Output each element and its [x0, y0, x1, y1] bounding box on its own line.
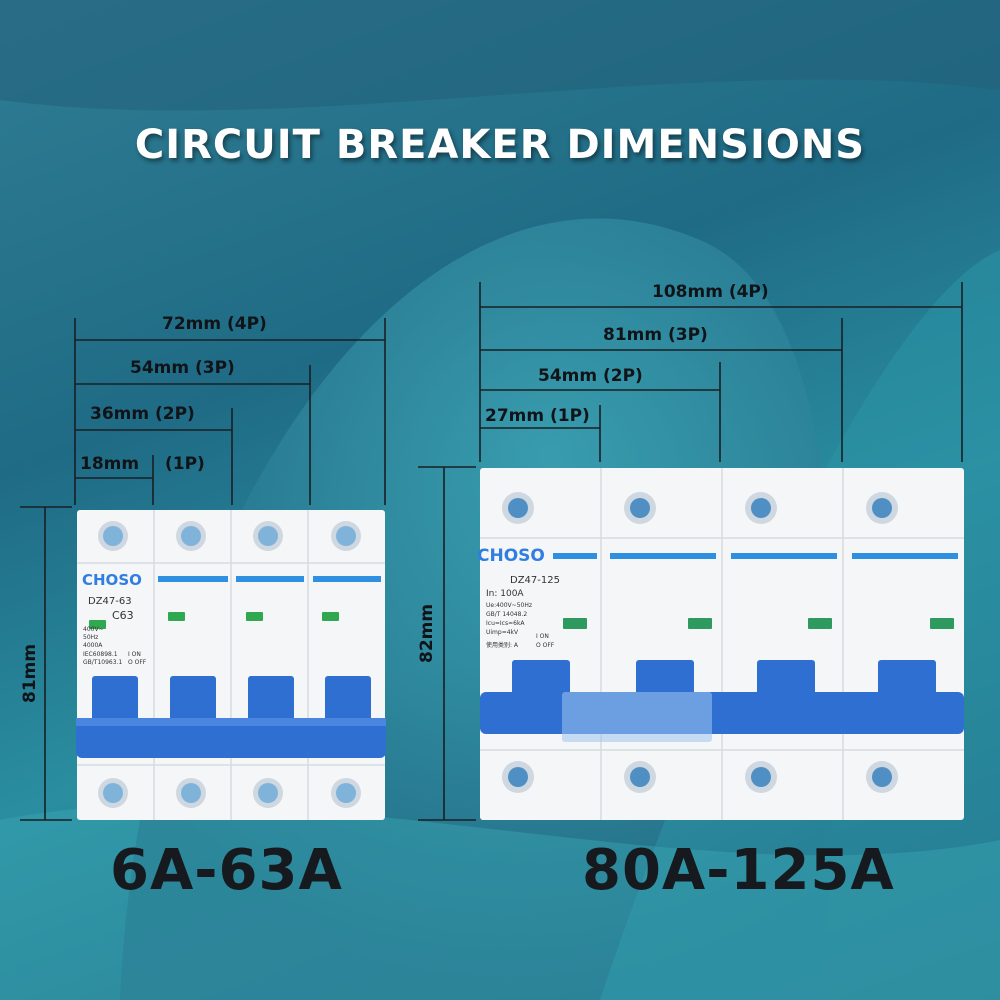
left-spec-4: GB/T10963.1: [83, 659, 123, 666]
right-top-screws: [502, 492, 898, 524]
right-width-3p: 81mm (3P): [603, 325, 708, 345]
left-toggles: [92, 676, 371, 726]
left-dimension-lines: [20, 318, 386, 821]
left-tie-bar: [76, 718, 386, 758]
right-on-label: I ON: [536, 633, 549, 640]
right-bottom-screws: [502, 761, 898, 793]
left-spec-2: 4000A: [83, 642, 103, 649]
left-rating: 6A-63A: [110, 838, 343, 903]
right-model-label: DZ47-125: [510, 575, 560, 586]
right-width-2p: 54mm (2P): [538, 366, 643, 386]
left-spec-1: 50Hz: [83, 634, 99, 641]
right-spec-2: Icu=Ics=6kA: [486, 620, 525, 627]
left-width-1p: 18mm: [80, 454, 140, 474]
right-dimension-lines: [418, 282, 963, 821]
right-spec-3: Uimp=4kV: [486, 629, 519, 636]
left-on-label: I ON: [128, 651, 141, 658]
left-width-4p: 72mm (4P): [162, 314, 267, 334]
left-current-label: C63: [112, 609, 134, 622]
right-spec-1: GB/T 14048.2: [486, 611, 528, 618]
page-title: CIRCUIT BREAKER DIMENSIONS: [134, 122, 866, 168]
left-width-3p: 54mm (3P): [130, 358, 235, 378]
right-height-label: 82mm: [417, 603, 437, 663]
right-rating: 80A-125A: [582, 838, 895, 903]
left-spec-0: 400V~: [83, 626, 104, 633]
left-off-label: O OFF: [128, 659, 147, 666]
right-current-label: In: 100A: [486, 589, 524, 599]
left-model-label: DZ47-63: [88, 596, 132, 607]
right-spec-4: 使用类别: A: [486, 642, 519, 649]
left-spec-3: IEC60898.1: [83, 651, 118, 658]
right-width-1p: 27mm (1P): [485, 406, 590, 426]
left-width-1p-tag: (1P): [165, 454, 205, 474]
right-brand-label: CHOSO: [477, 546, 545, 566]
right-width-4p: 108mm (4P): [652, 282, 769, 302]
left-width-2p: 36mm (2P): [90, 404, 195, 424]
right-off-label: O OFF: [536, 642, 555, 649]
left-indicators: [89, 612, 339, 629]
left-brand-label: CHOSO: [82, 571, 142, 589]
right-indicators: [563, 618, 954, 629]
right-tie-bar-clip: [562, 692, 712, 742]
right-spec-0: Ue:400V~50Hz: [486, 602, 532, 609]
left-top-screws: [98, 521, 361, 551]
left-bottom-screws: [98, 778, 361, 808]
right-tie-bar: [480, 692, 964, 734]
